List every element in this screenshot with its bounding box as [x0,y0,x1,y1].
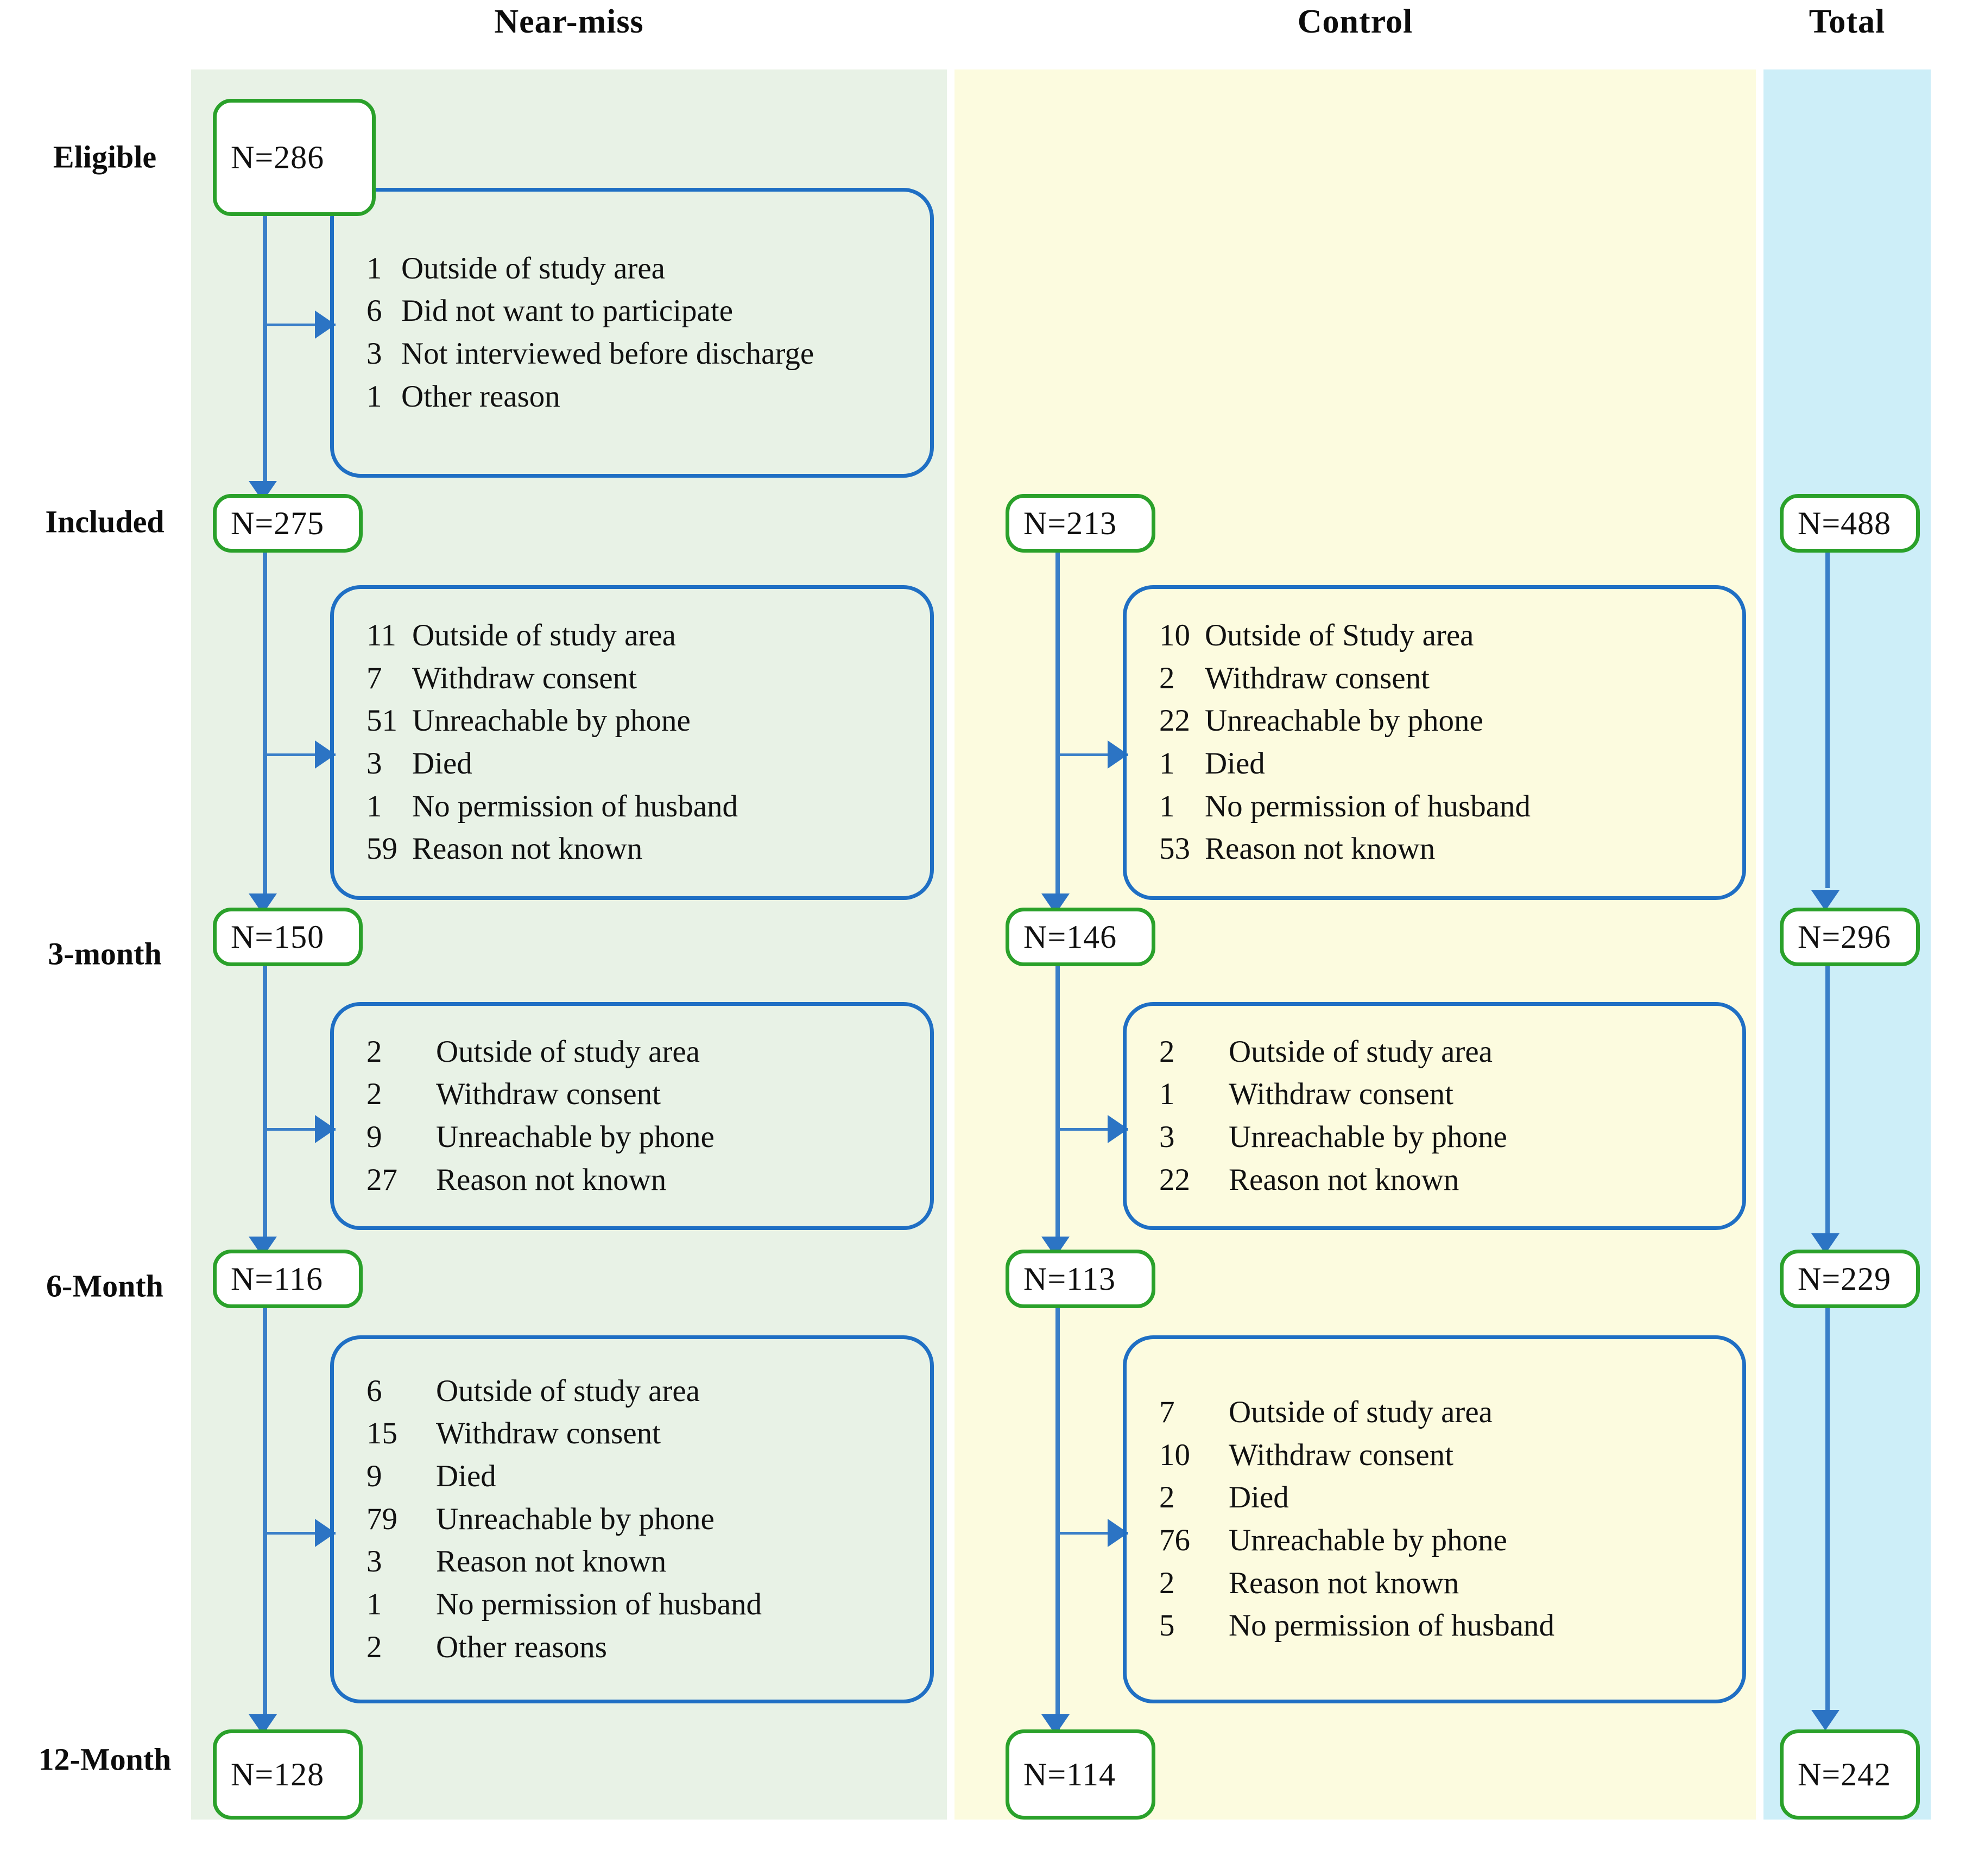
node-total-included[interactable]: N=488 [1780,494,1920,553]
connector-nearmiss-included-m3 [263,552,267,910]
stage-label-3-month: 3-month [48,936,162,972]
connector-control-exclusion-2 [1058,1128,1128,1131]
connector-nearmiss-exclusion-4 [265,1532,336,1535]
arrowhead-total-included-m3 [1811,890,1839,911]
connector-nearmiss-m3-m6 [263,965,267,1253]
connector-nearmiss-m6-m12 [263,1307,267,1731]
connector-total-m6-m12 [1825,1307,1830,1712]
stage-label-6-month: 6-Month [46,1268,163,1304]
connector-nearmiss-exclusion-2 [265,753,336,756]
node-nearmiss-m3[interactable]: N=150 [213,908,363,966]
stage-label-eligible: Eligible [53,139,157,175]
node-control-m3[interactable]: N=146 [1006,908,1155,966]
connector-control-m3-m6 [1055,965,1060,1253]
node-total-m12[interactable]: N=242 [1780,1729,1920,1820]
node-nearmiss-included[interactable]: N=275 [213,494,363,553]
node-nearmiss-eligible[interactable]: N=286 [213,99,376,216]
node-total-m6[interactable]: N=229 [1780,1250,1920,1308]
column-header-control: Control [1297,3,1413,40]
stage-label-12-month: 12-Month [38,1741,172,1777]
node-nearmiss-m12[interactable]: N=128 [213,1729,363,1820]
connector-total-included-m3 [1825,552,1830,888]
connector-control-m6-m12 [1055,1307,1060,1731]
node-control-m6[interactable]: N=113 [1006,1250,1155,1308]
connector-total-m3-m6 [1825,965,1830,1235]
arrowhead-total-m6-m12 [1811,1710,1839,1731]
connector-nearmiss-exclusion-3 [265,1128,336,1131]
node-total-m3[interactable]: N=296 [1780,908,1920,966]
node-control-m12[interactable]: N=114 [1006,1729,1155,1820]
node-control-included[interactable]: N=213 [1006,494,1155,553]
column-header-total: Total [1809,3,1886,40]
connector-control-exclusion-1 [1058,753,1128,756]
stage-label-included: Included [45,504,165,540]
node-nearmiss-m6[interactable]: N=116 [213,1250,363,1308]
connector-nearmiss-exclusion-1 [265,324,336,326]
connector-nearmiss-eligible-included [263,215,267,502]
connector-control-included-m3 [1055,552,1060,910]
connector-control-exclusion-3 [1058,1532,1128,1535]
column-header-nearmiss: Near-miss [494,3,644,40]
